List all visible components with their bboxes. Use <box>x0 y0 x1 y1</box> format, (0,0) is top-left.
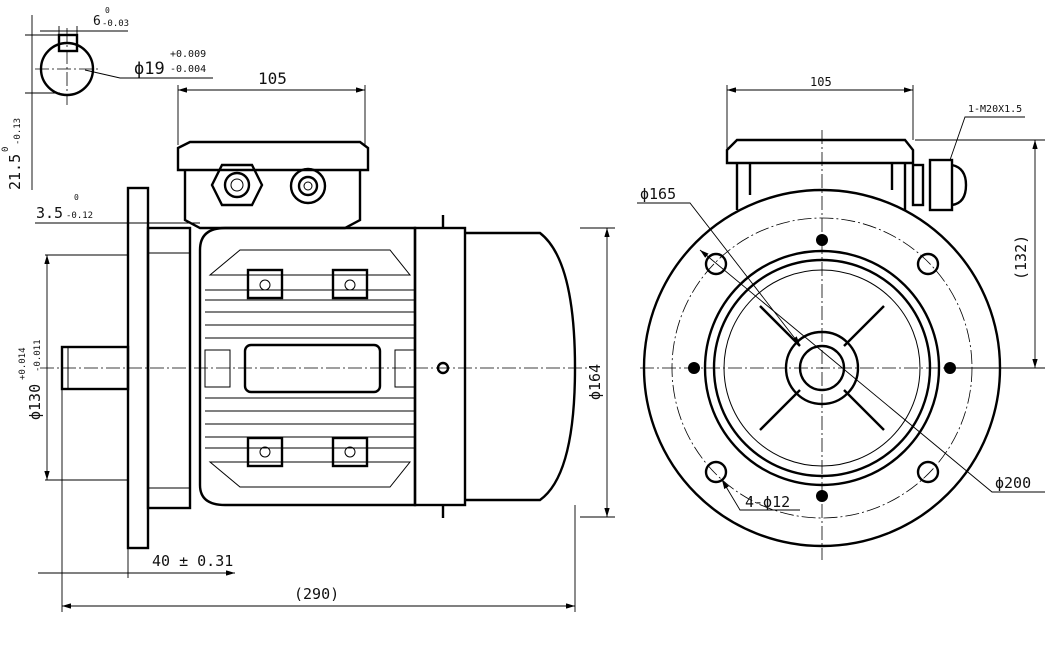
flange-step-tol-lower: -0.12 <box>66 211 93 221</box>
end-terminal-box-width-label: 105 <box>810 75 832 89</box>
flange-step-label: 3.5 <box>36 204 63 222</box>
shaft-dia-tol-upper: +0.009 <box>170 49 206 60</box>
overall-length-label: (290) <box>294 585 339 603</box>
spigot-dia-tol-upper: +0.014 <box>18 347 28 380</box>
shaft-length-label: 40 ± 0.31 <box>152 552 233 570</box>
flange-step-tol-upper: 0 <box>74 193 79 202</box>
key-height-tol-upper: 0 <box>1 147 11 152</box>
bolt-circle-label: ϕ165 <box>640 185 676 203</box>
cooling-fins <box>205 289 415 449</box>
holes-label: 4-ϕ12 <box>745 493 790 511</box>
shaft-section: 6 0 -0.03 ϕ19 +0.009 -0.004 <box>25 6 213 190</box>
key-width-label: 6 <box>93 14 101 29</box>
end-view: 105 1-M20X1.5 (132) ϕ165 ϕ200 4-ϕ12 <box>637 75 1045 560</box>
side-view: 105 ϕ164 ϕ130 +0.014 -0.011 21.5 0 -0.13… <box>1 69 615 612</box>
key-width-tol-upper: 0 <box>105 6 110 15</box>
key-width-tol-lower: -0.03 <box>102 19 129 29</box>
mounting-holes <box>688 234 956 502</box>
spigot-dia-tol-lower: -0.011 <box>33 339 43 372</box>
shaft-dia-label: ϕ19 <box>134 59 165 79</box>
flange-dia-label: ϕ200 <box>995 474 1031 492</box>
spigot-dia-label: ϕ130 <box>26 384 44 420</box>
key-height-tol-lower: -0.13 <box>13 118 23 145</box>
body-dia-label: ϕ164 <box>586 364 604 400</box>
cable-gland-label: 1-M20X1.5 <box>968 104 1022 115</box>
shaft-dia-tol-lower: -0.004 <box>170 64 206 75</box>
terminal-box-width-label: 105 <box>258 69 287 88</box>
height-to-center-label: (132) <box>1012 235 1030 280</box>
key-height-label: 21.5 <box>6 154 24 190</box>
